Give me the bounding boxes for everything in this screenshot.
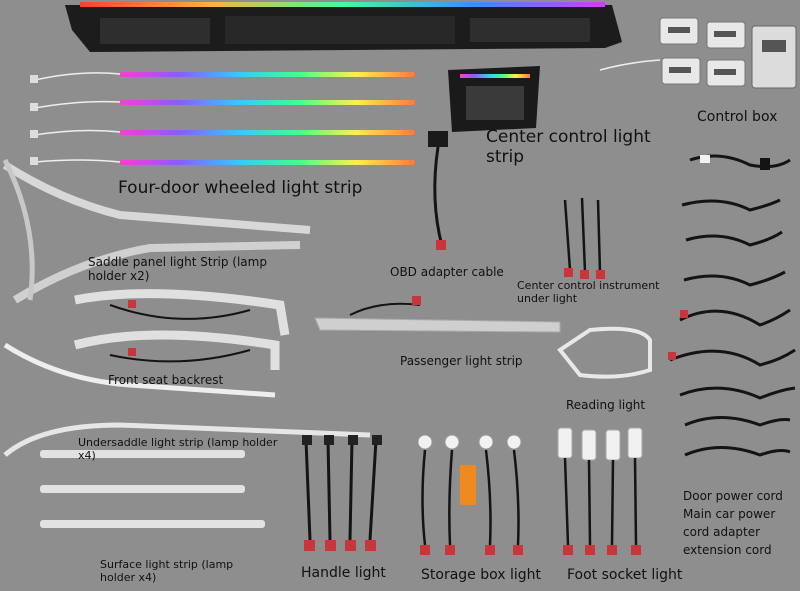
control-box-modules <box>599 17 797 89</box>
foot-socket-lights <box>557 427 643 555</box>
four-door-light-strips <box>30 72 415 165</box>
passenger-light-strip <box>314 296 561 333</box>
label-center-control-instrument-under-light: Center control instrument under light <box>517 279 660 305</box>
label-passenger-light-strip: Passenger light strip <box>400 354 523 368</box>
instrument-under-lights <box>563 197 605 279</box>
handle-lights <box>302 435 382 551</box>
dashboard-light-frame <box>65 2 622 52</box>
front-seat-backrest-strips <box>73 289 290 370</box>
label-door-power-cord: Door power cord Main car power cord adap… <box>683 489 783 557</box>
label-saddle-panel-light-strip: Saddle panel light Strip (lamp holder x2… <box>88 255 267 284</box>
storage-box-lights <box>417 434 523 555</box>
reading-light <box>557 326 652 379</box>
label-undersaddle-light-strip: Undersaddle light strip (lamp holder x4) <box>78 436 278 462</box>
obd-adapter-cable <box>428 131 448 250</box>
center-control-frame <box>448 66 540 132</box>
power-cord-bundles <box>668 154 796 457</box>
label-handle-light: Handle light <box>301 565 386 581</box>
front-seat-long-strip <box>3 342 276 398</box>
label-front-seat-backrest: Front seat backrest <box>108 373 224 387</box>
label-storage-box-light: Storage box light <box>421 567 542 583</box>
label-obd-adapter-cable: OBD adapter cable <box>390 265 504 279</box>
saddle-panel-strips <box>2 158 311 304</box>
label-center-control-light-strip: Center control light strip <box>486 127 651 168</box>
label-control-box: Control box <box>697 109 778 125</box>
label-four-door-wheeled-light-strip: Four-door wheeled light strip <box>118 178 363 198</box>
label-reading-light: Reading light <box>566 398 646 412</box>
label-foot-socket-light: Foot socket light <box>567 567 683 583</box>
label-surface-light-strip: Surface light strip (lamp holder x4) <box>100 558 234 584</box>
undersaddle-strips <box>3 422 371 528</box>
